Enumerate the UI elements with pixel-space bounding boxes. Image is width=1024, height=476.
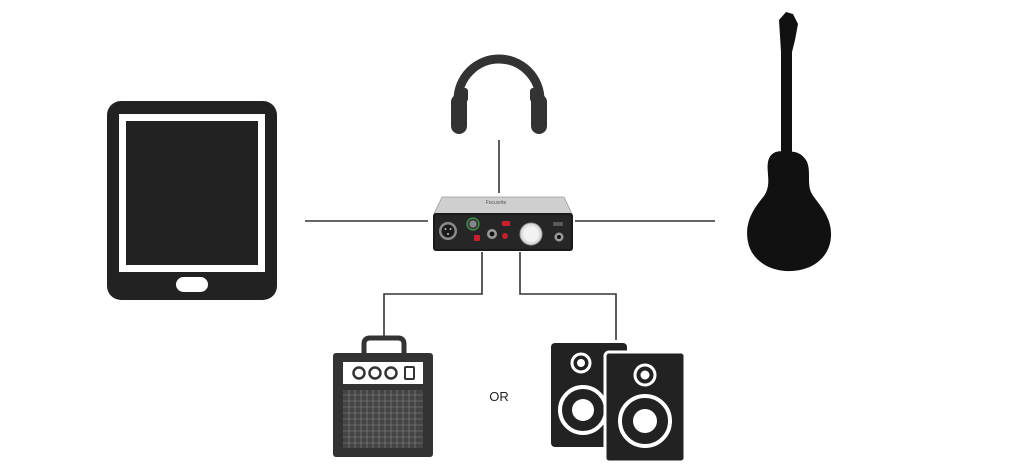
speaker-front-icon [603,350,687,464]
or-label: OR [489,389,509,404]
tablet-icon [107,101,277,300]
audio-interface-icon: Focusrite [433,196,573,251]
electric-guitar-icon [747,12,832,272]
cable-interface-speakers [519,252,617,340]
headphones-icon [451,54,547,134]
air-button [502,221,510,226]
interface-brand-label: Focusrite [486,200,507,206]
studio-monitor-speakers-icon [551,343,687,464]
inst-button [474,235,480,241]
cables [305,140,715,340]
cable-interface-amplifier [383,252,483,340]
guitar-amplifier-icon [333,335,433,457]
